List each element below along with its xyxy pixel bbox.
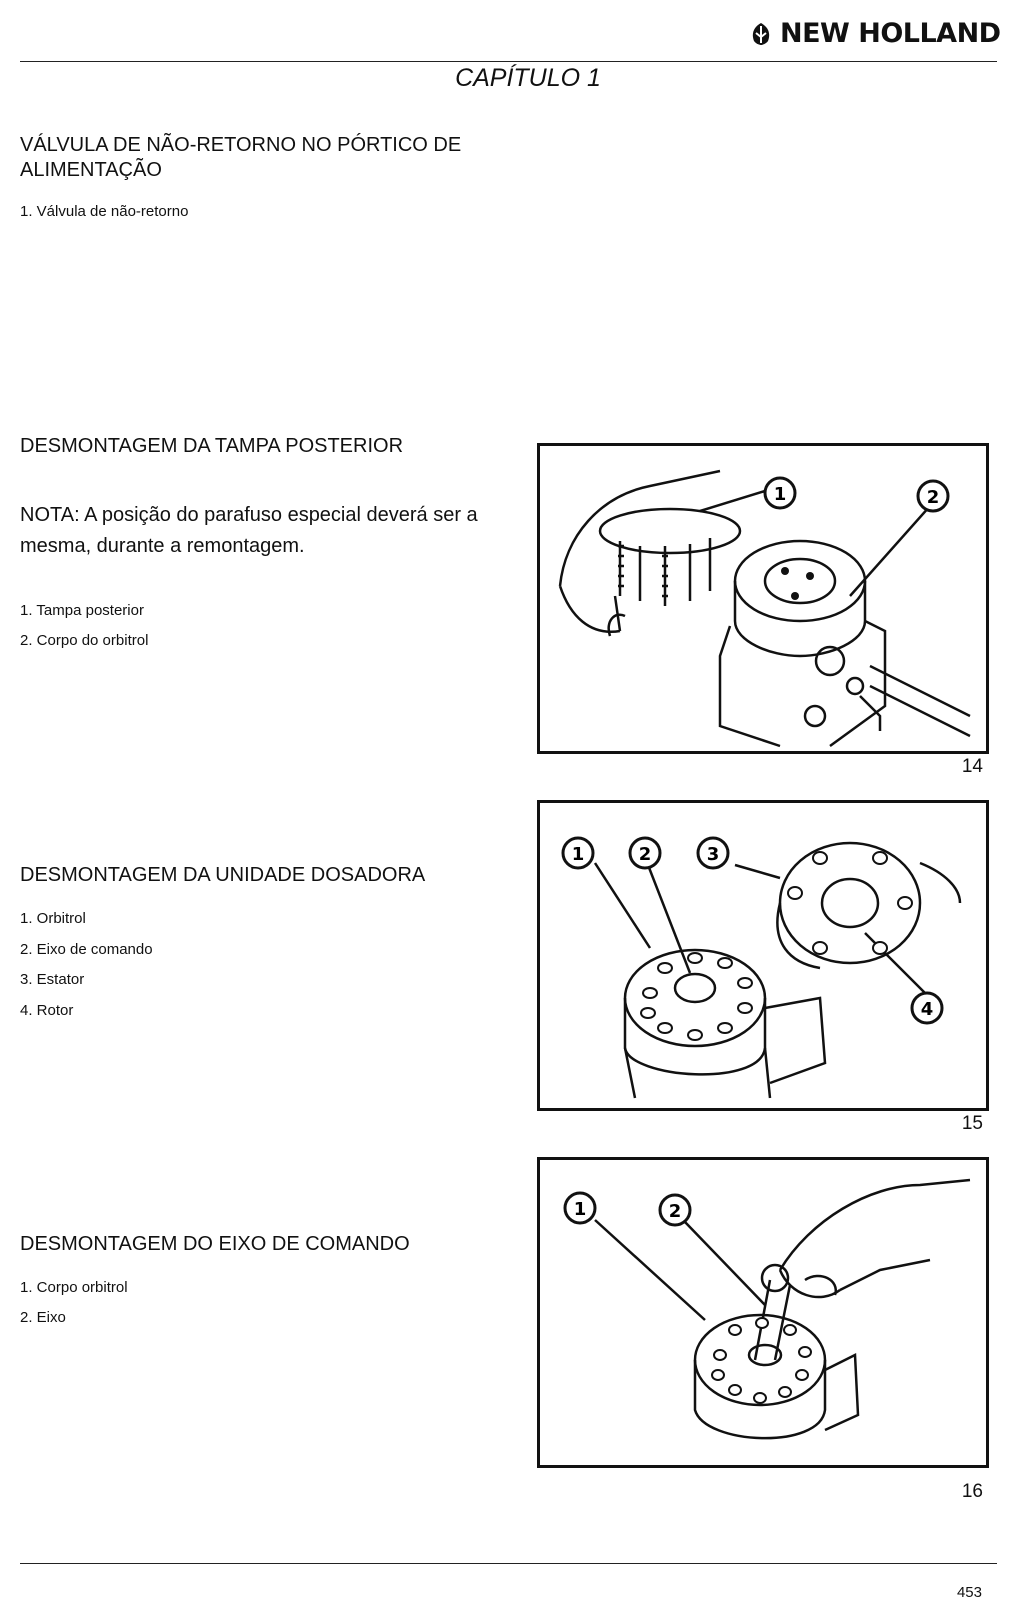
callout-label: 2 [639,844,652,865]
figure-number: 16 [961,1481,983,1502]
figure-14: 1 2 [537,443,989,754]
callout-1: 1 [561,836,595,870]
list-item: 1. Tampa posterior [20,602,144,619]
list-item: 4. Rotor [20,1002,74,1019]
callout-1: 1 [763,476,797,510]
list-item: 1. Corpo orbitrol [20,1279,128,1296]
list-item: 1. Orbitrol [20,910,86,927]
list-item: 2. Corpo do orbitrol [20,632,149,649]
callout-label: 4 [921,999,934,1020]
callout-2: 2 [628,836,662,870]
brand-name: NEW HOLLAND [780,18,1001,49]
list-item: 2. Eixo de comando [20,941,153,958]
callout-label: 3 [707,844,720,865]
callout-4: 4 [910,991,944,1025]
callout-label: 1 [774,484,787,505]
figure-15: 1 2 3 4 [537,800,989,1111]
header-rule [20,61,997,62]
callout-label: 2 [669,1201,682,1222]
section-title-metering-unit: DESMONTAGEM DA UNIDADE DOSADORA [20,864,426,886]
page-number: 453 [956,1584,982,1601]
figure-15-drawing: 1 2 3 4 [561,836,962,1099]
figure-14-drawing: 1 2 [558,469,971,748]
callout-label: 2 [927,487,940,508]
list-item: 2. Eixo [20,1309,66,1326]
note-label: NOTA [20,504,75,526]
section-title-rear-cover: DESMONTAGEM DA TAMPA POSTERIOR [20,435,404,457]
callout-3: 3 [696,836,730,870]
footer-rule [20,1563,997,1564]
note-text: : A posição do parafuso especial deverá … [20,504,478,557]
figure-16-drawing: 1 2 [563,1178,971,1440]
figure-16: 1 2 [537,1157,989,1468]
callout-label: 1 [574,1199,587,1220]
section-title-check-valve: VÁLVULA DE NÃO-RETORNO NO PÓRTICO DE ALI… [20,134,462,181]
figure-number: 14 [961,756,983,777]
callout-label: 1 [572,844,585,865]
callout-2: 2 [658,1193,692,1227]
brand-leaf-icon [752,22,770,45]
figure-number: 15 [961,1113,983,1134]
callout-1: 1 [563,1191,597,1225]
callout-2: 2 [916,479,950,513]
chapter-title: CAPÍTULO 1 [455,64,601,92]
list-item: 3. Estator [20,971,85,988]
brand-logo: NEW HOLLAND [748,18,1001,49]
list-item: 1. Válvula de não-retorno [20,203,189,220]
note-paragraph: NOTA: A posição do parafuso especial dev… [20,500,500,562]
section-title-control-shaft: DESMONTAGEM DO EIXO DE COMANDO [20,1233,410,1255]
